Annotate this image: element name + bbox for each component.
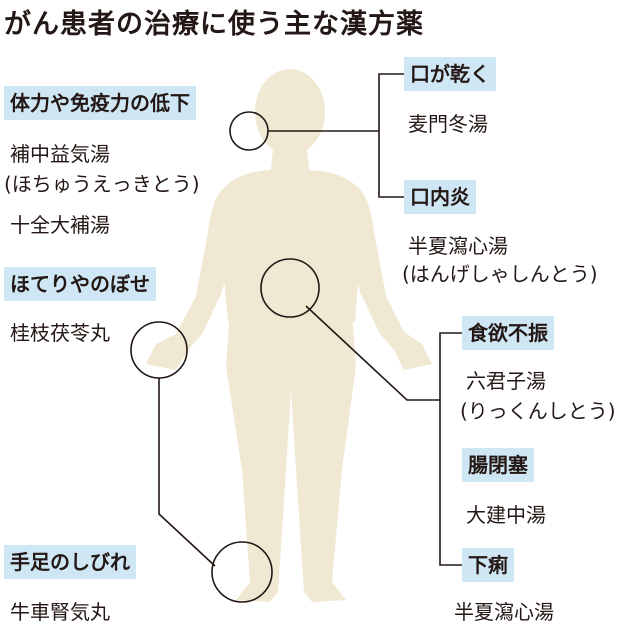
drug-rikkunshito: 六君子湯 (466, 369, 546, 393)
connector-abdomen (305, 305, 440, 401)
label-diarrhea: 下痢 (462, 548, 514, 582)
drug-bakumondoto: 麦門冬湯 (408, 112, 488, 136)
drug-hochuekkito: 補中益気湯 (10, 142, 110, 166)
drug-keishibukuryogan: 桂枝茯苓丸 (10, 321, 110, 345)
label-stomatitis: 口内炎 (404, 180, 476, 214)
connector-abdomen-bracket (439, 332, 462, 566)
foot-circle (211, 541, 273, 603)
label-anorexia: 食欲不振 (462, 316, 554, 350)
drug-hangeshashinto-diarrhea: 半夏瀉心湯 (454, 600, 554, 624)
drug-rikkunshito-reading: (りっくんしとう) (460, 399, 616, 423)
drug-juzentaihoto: 十全大補湯 (10, 213, 110, 237)
drug-goshajinkigan: 牛車腎気丸 (10, 600, 110, 624)
human-body-silhouette (146, 69, 432, 602)
highlight-circles (130, 111, 320, 603)
drug-hochuekkito-reading: (ほちゅうえっきとう) (4, 172, 200, 196)
drug-hangeshashinto: 半夏瀉心湯 (408, 234, 508, 258)
connector-mouth-bracket (378, 73, 404, 198)
drug-daikenchuto: 大建中湯 (466, 503, 546, 527)
label-fatigue: 体力や免疫力の低下 (4, 86, 196, 120)
page-title: がん患者の治療に使う主な漢方薬 (4, 9, 424, 40)
connector-hand-foot (158, 378, 216, 567)
connector-lines (158, 73, 462, 567)
hand-circle (130, 321, 188, 379)
label-ileus: 腸閉塞 (462, 448, 534, 482)
label-numbness: 手足のしびれ (4, 545, 136, 579)
abdomen-circle (260, 258, 320, 318)
drug-hangeshashinto-reading: (はんげしゃしんとう) (402, 262, 598, 286)
mouth-circle (229, 111, 269, 151)
label-dry-mouth: 口が乾く (404, 57, 496, 91)
label-hot-flash: ほてりやのぼせ (4, 267, 156, 301)
